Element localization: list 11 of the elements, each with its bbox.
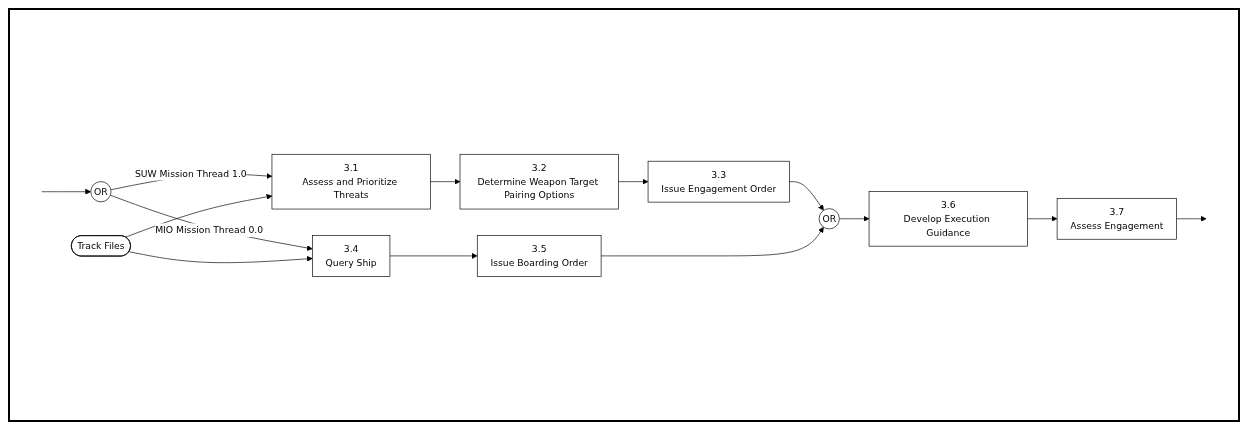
node-box: 3.6 Develop Execution Guidance bbox=[868, 190, 1028, 247]
node-box: 3.5 Issue Boarding Order bbox=[476, 234, 602, 277]
node-circle: OR bbox=[818, 208, 840, 229]
edge-label: SUW Mission Thread 1.0 bbox=[134, 167, 247, 179]
node-box: 3.4 Query Ship bbox=[312, 234, 391, 277]
node-box: 3.3 Issue Engagement Order bbox=[647, 160, 790, 203]
node-box: 3.2 Determine Weapon Target Pairing Options bbox=[459, 153, 619, 210]
node-box: 3.7 Assess Engagement bbox=[1056, 197, 1177, 240]
edge-label: MIO Mission Thread 0.0 bbox=[155, 224, 264, 235]
node-box: 3.1 Assess and Prioritize Threats bbox=[271, 153, 431, 210]
node-circle: OR bbox=[90, 180, 112, 202]
